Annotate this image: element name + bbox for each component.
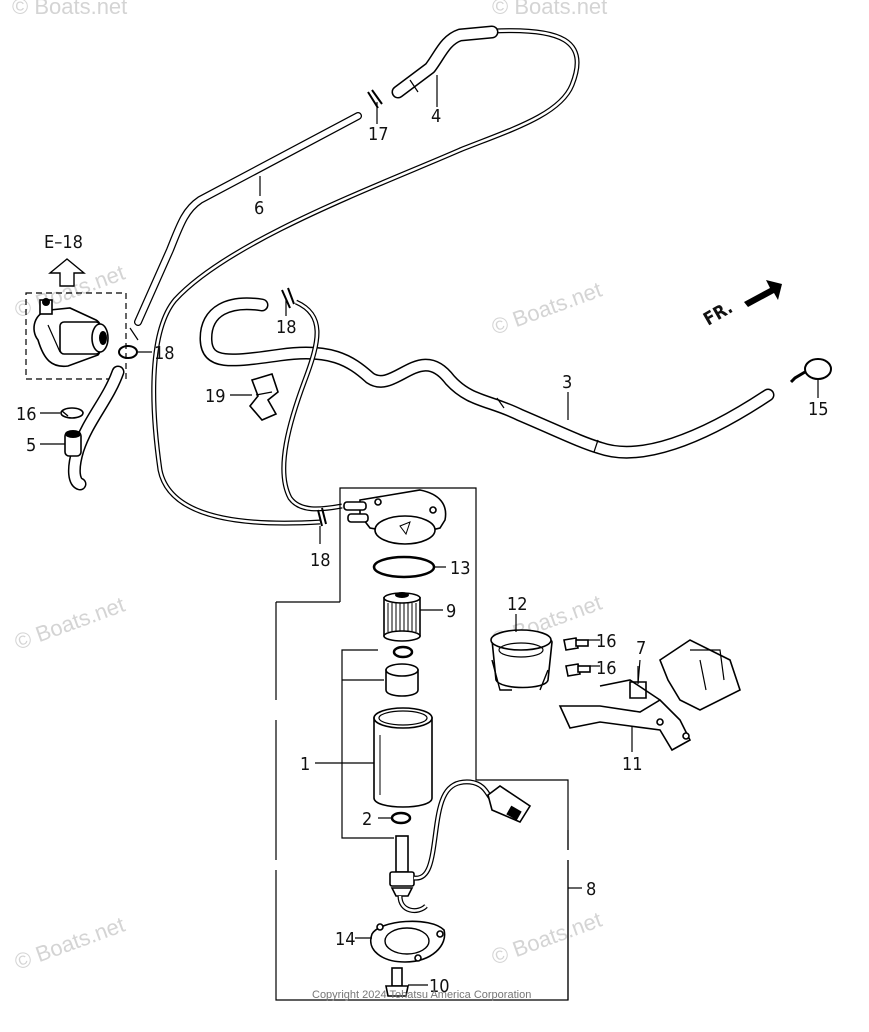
water-sensor-icon — [389, 779, 532, 914]
front-label: FR. — [700, 297, 737, 330]
clip-18-icon — [317, 507, 327, 527]
callout-18: 18 — [310, 550, 331, 571]
watermark: © Boats.net — [11, 912, 128, 975]
callout-16: 16 — [596, 658, 617, 679]
gasket-14-icon — [369, 920, 446, 963]
holder-12-icon — [490, 629, 553, 691]
watermark: © Boats.net — [11, 592, 128, 655]
assembly-brackets — [275, 487, 582, 1001]
e18-reference-box: E–18 — [25, 232, 127, 380]
callout-10: 10 — [429, 976, 450, 997]
callouts: 4 17 6 18 18 3 15 19 16 5 18 13 9 12 16 … — [16, 106, 829, 997]
callout-18: 17 — [368, 124, 389, 145]
callout-19: 19 — [205, 386, 226, 407]
bolt-16-icon — [565, 663, 591, 677]
watermark: © Boats.net — [12, 0, 127, 19]
watermark: © Boats.net — [488, 907, 605, 970]
watermark: © Boats.net — [492, 0, 607, 19]
return-hose-loop — [151, 28, 580, 526]
callout-9: 9 — [446, 601, 456, 622]
callout-18: 18 — [276, 317, 297, 338]
hose-6 — [129, 112, 362, 341]
clamp-19-icon — [248, 373, 279, 421]
callout-2: 2 — [362, 809, 372, 830]
hose-4 — [391, 25, 499, 99]
bolt-16-icon — [563, 637, 589, 651]
callout-13: 13 — [450, 558, 471, 579]
callout-12: 12 — [507, 594, 528, 615]
o-ring-2-icon — [390, 811, 412, 825]
clip-18-icon — [367, 89, 383, 109]
callout-5: 5 — [26, 435, 36, 456]
callout-15: 15 — [808, 399, 829, 420]
callout-8: 8 — [586, 879, 596, 900]
bracket-7-icon — [629, 666, 647, 699]
fuel-pump-icon — [33, 298, 109, 368]
callout-7: 7 — [636, 638, 646, 659]
hose-3 — [199, 297, 775, 459]
leader-lines — [40, 75, 819, 986]
filter-head-icon — [343, 489, 447, 545]
hose-to-filter-head — [281, 299, 343, 512]
clip-18-icon — [281, 287, 295, 309]
float-icon — [385, 663, 419, 697]
callout-14: 14 — [335, 929, 356, 950]
fitting-15-icon — [789, 358, 832, 384]
callout-3: 3 — [562, 372, 572, 393]
o-ring-13-icon — [372, 555, 436, 579]
callout-6: 6 — [254, 198, 264, 219]
callout-16: 16 — [596, 631, 617, 652]
callout-1: 1 — [300, 754, 310, 775]
clip-18-icon — [118, 345, 138, 359]
up-arrow-icon — [48, 258, 86, 287]
arrow-icon — [744, 280, 782, 307]
filter-cup-icon — [373, 707, 433, 808]
callout-4: 4 — [431, 106, 441, 127]
o-ring-icon — [392, 645, 414, 659]
front-direction-indicator: FR. — [700, 280, 782, 330]
callout-18: 18 — [154, 343, 175, 364]
clip-17-icon — [60, 407, 84, 419]
copyright-text: Copyright 2024 Tohatsu America Corporati… — [312, 989, 531, 1001]
reference-label: E–18 — [44, 232, 83, 253]
hose-5 — [64, 365, 125, 491]
bracket-11-icon — [558, 639, 741, 752]
filter-element-9-icon — [383, 592, 421, 642]
callout-17: 16 — [16, 404, 37, 425]
watermark: © Boats.net — [488, 277, 605, 340]
bolt-10-icon — [385, 967, 409, 997]
callout-11: 11 — [622, 754, 643, 775]
